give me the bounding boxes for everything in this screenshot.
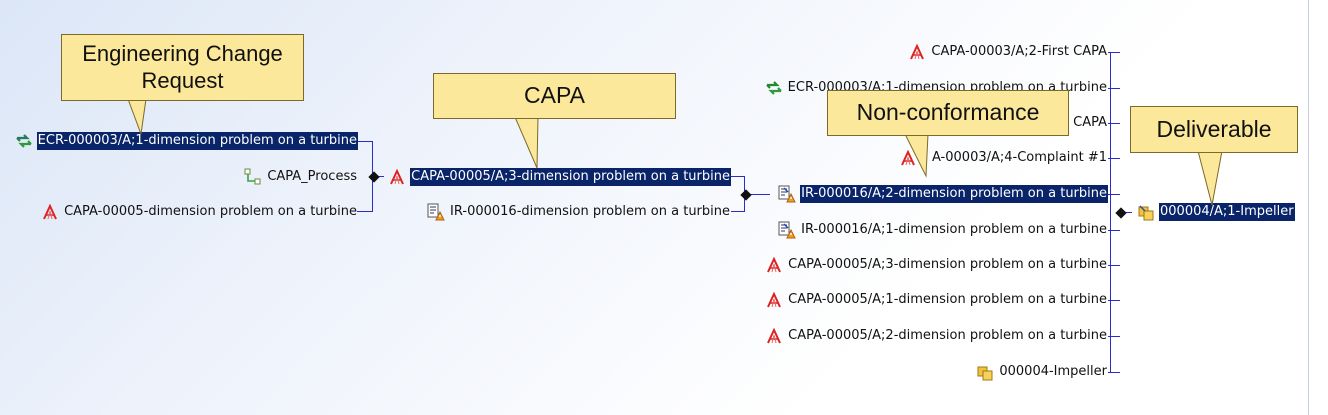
connector [1108, 230, 1120, 231]
node-capa-00005-rev3[interactable]: CAPA-00005/A;3-dimension problem on a tu… [388, 167, 731, 187]
node-000004-rev1-impeller[interactable]: 000004/A;1-Impeller [1137, 202, 1295, 222]
node-label: CAPA_Process [267, 169, 357, 184]
capa-icon [41, 203, 59, 221]
connector [357, 211, 373, 212]
connector [1108, 194, 1120, 195]
capa-icon [908, 43, 926, 61]
connector [1108, 336, 1120, 337]
connector [1108, 372, 1120, 373]
node-label: IR-000016/A;2-dimension problem on a tur… [800, 185, 1108, 203]
node-000004-impeller[interactable]: 000004-Impeller [976, 362, 1108, 382]
node-capa-process[interactable]: CAPA_Process [244, 167, 358, 187]
node-capa-00005-rev2[interactable]: CAPA-00005/A;2-dimension problem on a tu… [765, 326, 1108, 346]
connector [378, 176, 384, 177]
node-label: CAPA-00005-dimension problem on a turbin… [64, 204, 357, 219]
node-ir-000016-rev2[interactable]: IR-000016/A;2-dimension problem on a tur… [778, 184, 1108, 204]
ecr-icon [15, 132, 33, 150]
node-label: CAPA-00003/A;2-First CAPA [931, 44, 1107, 59]
issue-report-revision-icon [778, 185, 796, 203]
issue-report-icon [427, 203, 445, 221]
process-icon [244, 168, 262, 186]
node-capa-00005[interactable]: CAPA-00005-dimension problem on a turbin… [41, 202, 358, 222]
connector [357, 141, 373, 142]
connector [750, 194, 770, 195]
node-label: 000004/A;1-Impeller [1159, 203, 1295, 221]
part-icon [976, 363, 994, 381]
junction-dot [368, 171, 380, 183]
node-label: ECR-000003/A;1-dimension problem on a tu… [36, 132, 358, 150]
ecr-icon [765, 79, 783, 97]
node-capa-00003-rev2[interactable]: CAPA-00003/A;2-First CAPA [908, 42, 1108, 62]
callout-text: CAPA [524, 82, 585, 109]
capa-icon [765, 291, 783, 309]
node-label: IR-000016-dimension problem on a turbine [450, 204, 730, 219]
capa-icon [765, 256, 783, 274]
callout-ecr: Engineering Change Request [61, 34, 304, 101]
node-capa-00005-rev1[interactable]: CAPA-00005/A;1-dimension problem on a tu… [765, 290, 1108, 310]
node-label: CAPA-00005/A;3-dimension problem on a tu… [788, 257, 1107, 272]
part-revision-icon [1137, 203, 1155, 221]
node-label: CAPA-00005/A;3-dimension problem on a tu… [410, 168, 731, 186]
capa-icon [388, 168, 406, 186]
node-ecr-000003[interactable]: ECR-000003/A;1-dimension problem on a tu… [15, 131, 358, 151]
connector [1108, 265, 1120, 266]
junction-dot [1115, 207, 1127, 219]
panel-border [1308, 0, 1309, 415]
callout-nonconformance: Non-conformance [827, 90, 1069, 136]
connector [1108, 158, 1120, 159]
node-label: CAPA-00005/A;2-dimension problem on a tu… [788, 328, 1107, 343]
node-label: CAPA [1073, 115, 1107, 130]
capa-icon [899, 149, 917, 167]
capa-icon [765, 327, 783, 345]
connector [1108, 88, 1120, 89]
node-capa-00005-rev3-right[interactable]: CAPA-00005/A;3-dimension problem on a tu… [765, 255, 1108, 275]
callout-text: Non-conformance [856, 99, 1040, 126]
node-complaint[interactable]: A-00003/A;4-Complaint #1 [899, 148, 1108, 168]
callout-deliverable: Deliverable [1130, 106, 1298, 153]
connector [731, 211, 745, 212]
node-label: 000004-Impeller [999, 364, 1107, 379]
connector [1108, 300, 1120, 301]
callout-capa: CAPA [433, 73, 676, 119]
node-ir-000016[interactable]: IR-000016-dimension problem on a turbine [427, 202, 731, 222]
callout-text: Deliverable [1156, 115, 1272, 142]
node-label: IR-000016/A;1-dimension problem on a tur… [801, 222, 1107, 237]
connector [1108, 123, 1120, 124]
node-label: A-00003/A;4-Complaint #1 [931, 150, 1107, 165]
node-label: CAPA-00005/A;1-dimension problem on a tu… [788, 292, 1107, 307]
node-capa-partial[interactable]: CAPA [1072, 113, 1108, 133]
connector [731, 176, 745, 177]
issue-report-revision-icon [778, 221, 796, 239]
junction-dot [740, 189, 752, 201]
connector [1108, 52, 1120, 53]
callout-text: Engineering Change Request [82, 41, 283, 93]
connector [1110, 52, 1111, 373]
node-ir-000016-rev1[interactable]: IR-000016/A;1-dimension problem on a tur… [778, 220, 1108, 240]
